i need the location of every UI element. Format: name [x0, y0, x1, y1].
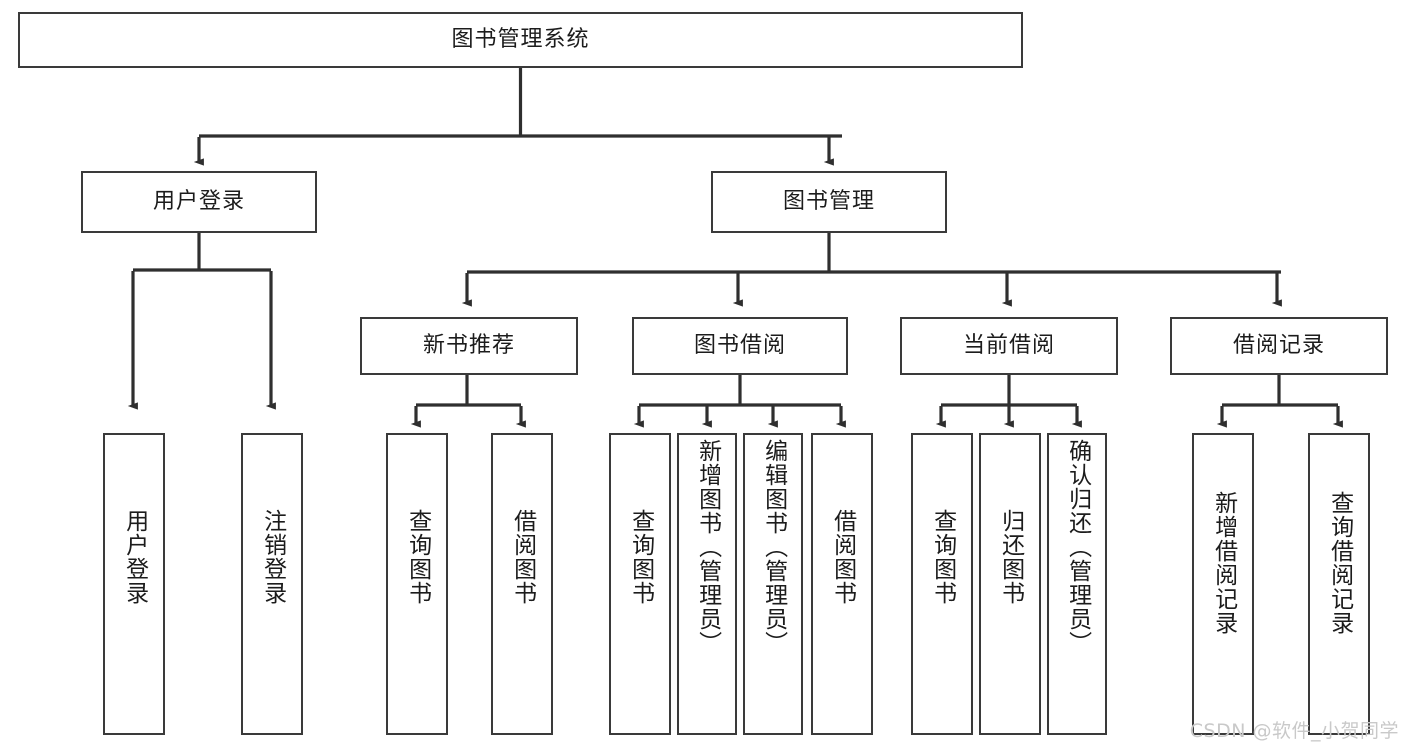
node-leaf-edit-book[interactable]: 编辑图书（管理员） — [743, 433, 803, 735]
node-user-login-label: 用户登录 — [152, 188, 245, 214]
node-leaf-confirm-return[interactable]: 确认归还（管理员） — [1047, 433, 1107, 735]
node-leaf-add-record-label: 新增借阅记录 — [1210, 491, 1237, 635]
node-leaf-query-record[interactable]: 查询借阅记录 — [1308, 433, 1370, 735]
node-borrow-record-label: 借阅记录 — [1232, 332, 1325, 358]
node-new-book-rec-label: 新书推荐 — [422, 332, 515, 358]
node-leaf-query-book-3[interactable]: 查询图书 — [911, 433, 973, 735]
node-leaf-user-login-label: 用户登录 — [121, 509, 148, 605]
node-current-borrow-label: 当前借阅 — [962, 332, 1055, 358]
node-root[interactable]: 图书管理系统 — [18, 12, 1023, 68]
node-leaf-confirm-return-label: 确认归还（管理员） — [1064, 439, 1091, 655]
node-user-login[interactable]: 用户登录 — [81, 171, 317, 233]
node-leaf-borrow-book-1-label: 借阅图书 — [509, 509, 536, 605]
node-leaf-borrow-book-1[interactable]: 借阅图书 — [491, 433, 553, 735]
node-leaf-logout-label: 注销登录 — [259, 509, 286, 605]
node-leaf-borrow-book-2[interactable]: 借阅图书 — [811, 433, 873, 735]
node-leaf-return-book[interactable]: 归还图书 — [979, 433, 1041, 735]
watermark-text: CSDN @软件_小贺同学 — [1189, 720, 1399, 742]
node-leaf-add-book[interactable]: 新增图书（管理员） — [677, 433, 737, 735]
node-leaf-user-login[interactable]: 用户登录 — [103, 433, 165, 735]
node-book-mgmt-label: 图书管理 — [782, 188, 875, 214]
node-leaf-add-book-label: 新增图书（管理员） — [694, 439, 721, 655]
node-new-book-rec[interactable]: 新书推荐 — [360, 317, 578, 375]
node-leaf-query-book-3-label: 查询图书 — [929, 509, 956, 605]
node-root-label: 图书管理系统 — [451, 26, 590, 52]
node-leaf-borrow-book-2-label: 借阅图书 — [829, 509, 856, 605]
node-borrow-record[interactable]: 借阅记录 — [1170, 317, 1388, 375]
node-book-borrow[interactable]: 图书借阅 — [632, 317, 848, 375]
node-leaf-return-book-label: 归还图书 — [997, 509, 1024, 605]
node-leaf-add-record[interactable]: 新增借阅记录 — [1192, 433, 1254, 735]
node-leaf-query-book-2[interactable]: 查询图书 — [609, 433, 671, 735]
node-current-borrow[interactable]: 当前借阅 — [900, 317, 1118, 375]
node-leaf-query-record-label: 查询借阅记录 — [1326, 491, 1353, 635]
node-leaf-query-book-1-label: 查询图书 — [404, 509, 431, 605]
node-leaf-logout[interactable]: 注销登录 — [241, 433, 303, 735]
node-leaf-query-book-1[interactable]: 查询图书 — [386, 433, 448, 735]
node-book-mgmt[interactable]: 图书管理 — [711, 171, 947, 233]
node-leaf-edit-book-label: 编辑图书（管理员） — [760, 439, 787, 655]
node-book-borrow-label: 图书借阅 — [693, 332, 786, 358]
node-leaf-query-book-2-label: 查询图书 — [627, 509, 654, 605]
